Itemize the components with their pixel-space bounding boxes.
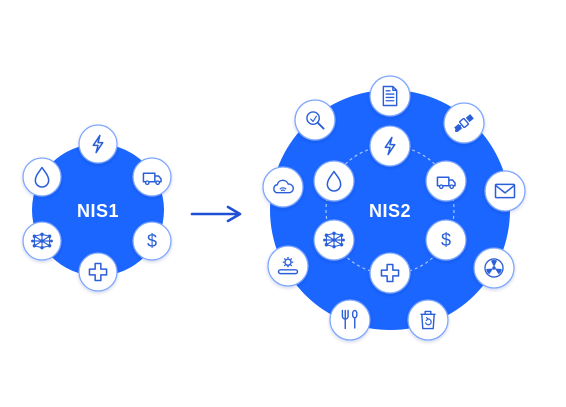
svg-text:$: $: [441, 230, 451, 250]
node-circle: [132, 157, 172, 197]
health-cross-icon: [88, 262, 108, 282]
water-drop-node: [313, 160, 355, 202]
water-drop-icon: [326, 170, 342, 192]
node-circle: [369, 75, 411, 117]
document-node: [369, 75, 411, 117]
truck-icon: [436, 176, 456, 190]
manufacturing-icon: [277, 256, 299, 275]
dollar-icon: $: [147, 231, 157, 251]
node-circle: [443, 102, 485, 144]
truck-node: [132, 157, 172, 197]
lightning-icon: [384, 136, 396, 156]
node-circle: [78, 124, 118, 164]
dollar-node: $: [425, 219, 467, 261]
radiation-icon: [484, 258, 504, 278]
transition-arrow: [190, 205, 242, 223]
research-icon: [306, 111, 325, 130]
truck-node: [425, 160, 467, 202]
nis1-label: NIS1: [77, 201, 119, 221]
research-node: [294, 99, 336, 141]
arrow-head: [226, 205, 242, 223]
recycle-bin-icon: [420, 310, 436, 330]
document-icon: [382, 85, 398, 107]
nis2-hub: [270, 90, 510, 330]
node-circle: [425, 219, 467, 261]
food-icon: [341, 309, 358, 330]
cloud-wifi-icon: [273, 179, 294, 194]
network-node: [313, 219, 355, 261]
mail-node: [484, 170, 526, 212]
nis1-service-nodes: $: [22, 124, 172, 292]
nis2-inner-service-nodes: $: [313, 125, 467, 294]
lightning-icon: [92, 134, 104, 154]
node-circle: [425, 160, 467, 202]
water-drop-icon: [34, 166, 50, 188]
food-node: [329, 299, 371, 341]
mail-icon: [494, 183, 516, 199]
node-circle: [484, 170, 526, 212]
network-icon: [323, 231, 345, 249]
cloud-wifi-node: [262, 166, 304, 208]
node-circle: [22, 157, 62, 197]
node-circle: [294, 99, 336, 141]
network-node: [22, 221, 62, 261]
manufacturing-node: [267, 245, 309, 287]
truck-icon: [142, 172, 162, 186]
dollar-node: $: [132, 221, 172, 261]
health-cross-node: [369, 252, 411, 294]
nis1-hub: [32, 144, 164, 276]
nis1-group: NIS1 $: [22, 124, 172, 292]
lightning-node: [78, 124, 118, 164]
health-cross-icon: [380, 263, 400, 283]
nis2-label: NIS2: [369, 201, 411, 221]
recycle-bin-node: [407, 299, 449, 341]
node-circle: [329, 299, 371, 341]
water-drop-node: [22, 157, 62, 197]
radiation-node: [473, 247, 515, 289]
node-circle: [407, 299, 449, 341]
nis2-outer-service-nodes: [262, 75, 526, 341]
svg-text:$: $: [147, 231, 157, 251]
network-icon: [31, 232, 53, 250]
health-cross-node: [78, 252, 118, 292]
node-circle: [78, 252, 118, 292]
node-circle: [313, 160, 355, 202]
satellite-icon: [454, 114, 474, 133]
satellite-node: [443, 102, 485, 144]
node-circle: [132, 221, 172, 261]
dollar-icon: $: [441, 230, 451, 250]
lightning-node: [369, 125, 411, 167]
node-circle: [369, 125, 411, 167]
nis2-group: NIS2 $: [262, 75, 526, 341]
node-circle: [369, 252, 411, 294]
